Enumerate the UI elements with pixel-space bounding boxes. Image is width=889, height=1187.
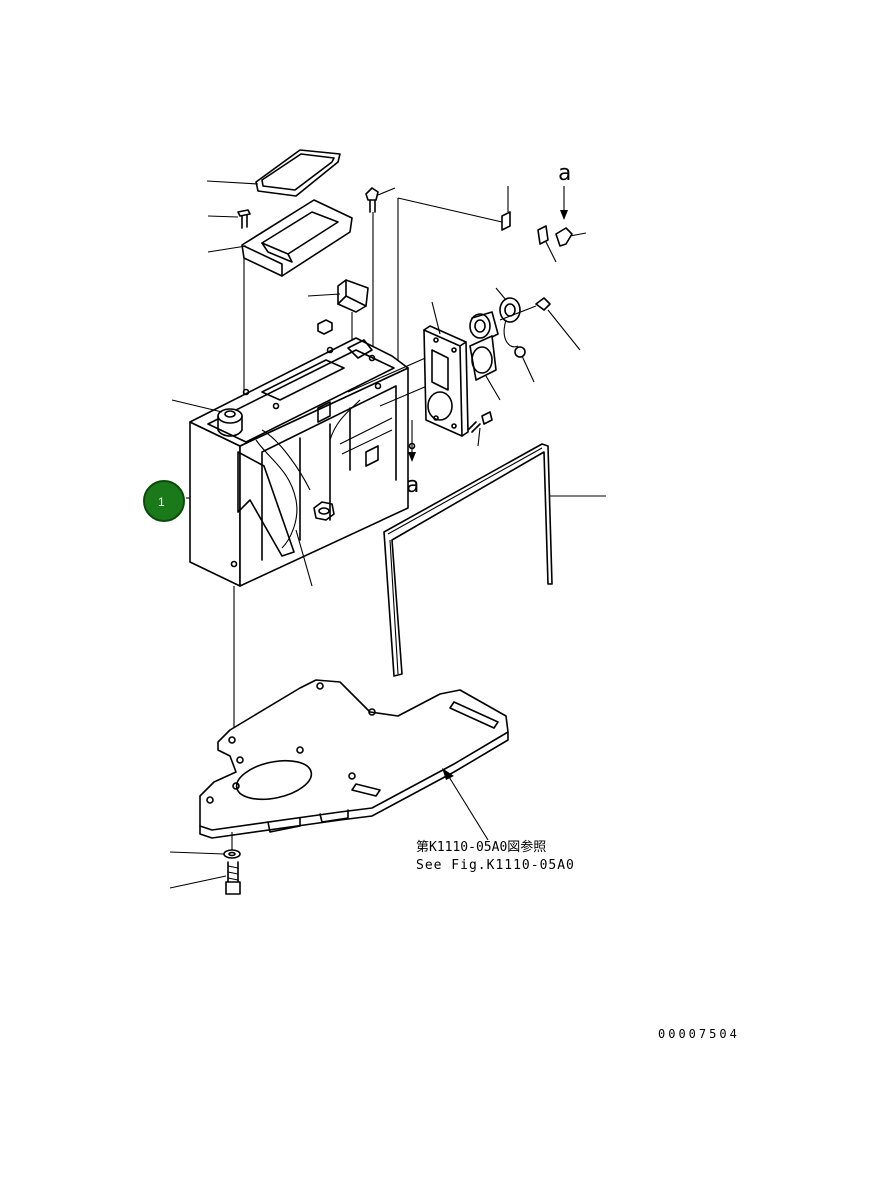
connector-lower (469, 335, 526, 381)
control-box (189, 337, 416, 587)
top-screw (365, 187, 379, 213)
view-label-box: a (406, 473, 419, 498)
callout-1[interactable]: 1 (143, 480, 185, 522)
switch-bezel (241, 199, 353, 277)
drawing-number: 00007504 (658, 1027, 740, 1041)
leader-switch (307, 293, 341, 297)
leader-handle (295, 529, 313, 587)
mounting-plate (199, 679, 509, 839)
leader-cap (495, 287, 507, 301)
plate-screw (467, 411, 493, 433)
washer (223, 849, 241, 859)
edge-trim (383, 443, 553, 677)
leader-bezel (207, 245, 247, 253)
label-plate (501, 211, 511, 231)
leader-bolt-right (547, 309, 581, 351)
connector-upper (469, 311, 499, 341)
leader-top-screw (377, 187, 396, 196)
leader-clip (545, 241, 557, 263)
clip-part-2 (555, 227, 573, 247)
leader-conn-lower (485, 375, 501, 401)
leader-clip-2 (569, 232, 587, 237)
reference-text-en: See Fig.K1110-05A0 (416, 858, 575, 873)
view-label-top: a (558, 161, 571, 186)
leader-gasket (206, 180, 259, 185)
arrowhead-plate-ref (442, 768, 454, 780)
clip-part (537, 225, 549, 245)
bolt (225, 861, 241, 895)
cover-screw (237, 209, 251, 229)
connector-plate (423, 325, 469, 437)
reference-text-jp: 第K1110-05A0図参照 (416, 839, 546, 855)
rocker-switch (337, 279, 369, 313)
assembly-line-6 (347, 355, 431, 393)
callout-1-number: 1 (158, 495, 165, 509)
leader-plate-ref (445, 771, 489, 841)
leader-lock (171, 399, 223, 413)
leader-cover-screw (207, 215, 239, 218)
leader-plate (431, 301, 441, 335)
small-nut (317, 319, 333, 335)
leader-label-plate (397, 197, 503, 223)
leader-plate-screw (477, 427, 481, 447)
gasket-frame (255, 149, 341, 197)
bolt-right (499, 297, 551, 321)
leader-bolt (169, 875, 227, 889)
view-arrowhead-box (408, 452, 416, 462)
connector-cap (499, 297, 521, 348)
view-arrowhead-top (560, 210, 568, 220)
leader-conn-lower-2 (521, 355, 535, 383)
leader-washer (169, 851, 225, 855)
